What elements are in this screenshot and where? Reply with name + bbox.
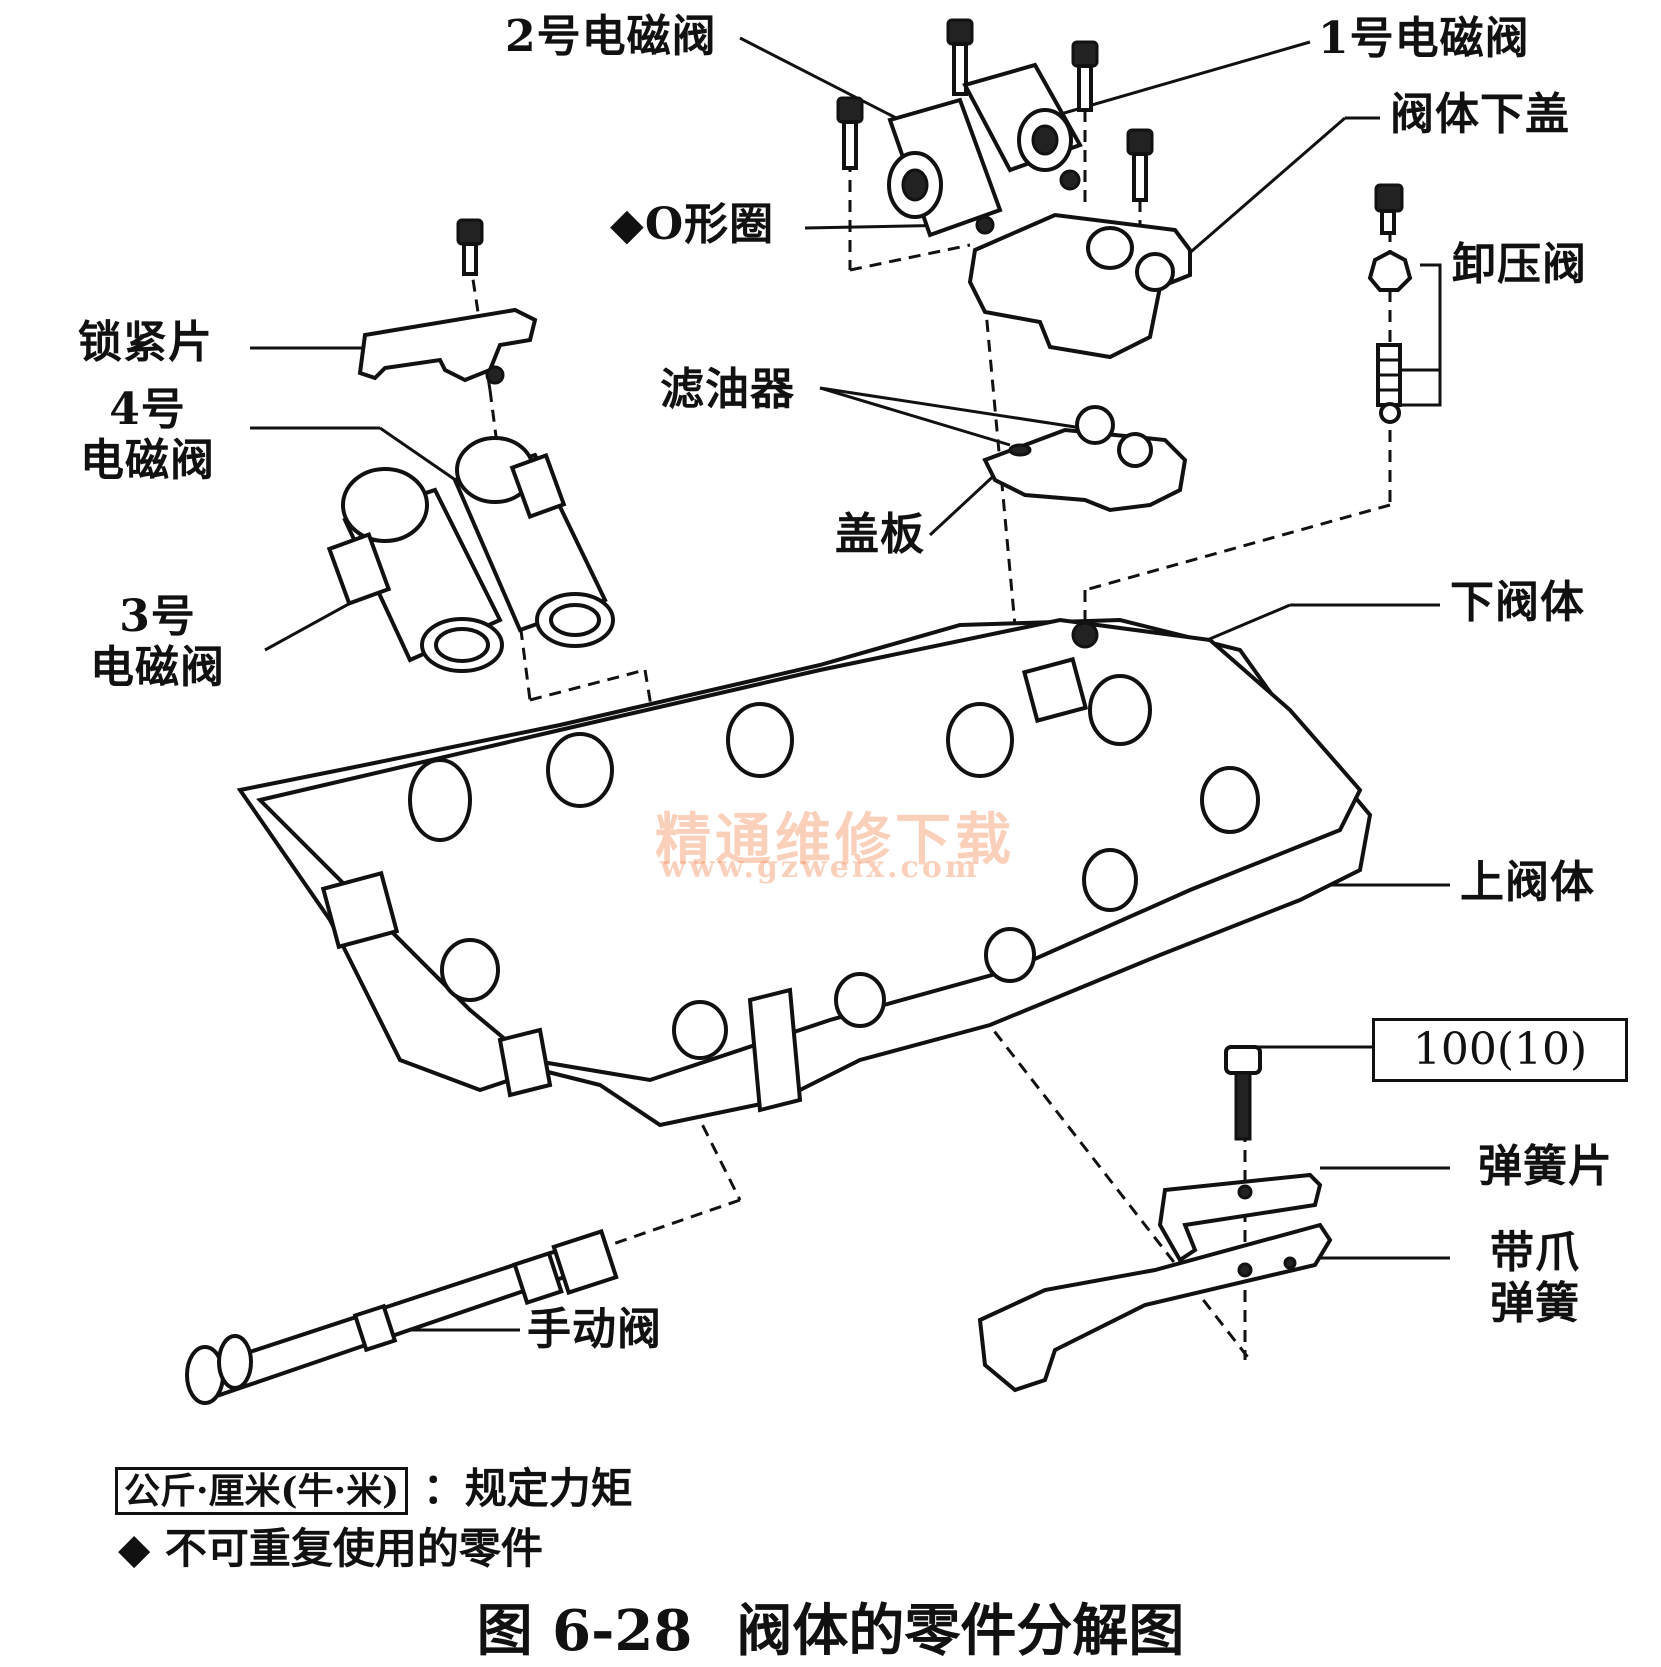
figure-number: 图 6-28 [476, 1598, 693, 1664]
valve-body-lower-cover [967, 212, 1192, 360]
legend-unit-desc: ：规定力矩 [422, 1464, 633, 1513]
label-lock-plate: 锁紧片 [78, 317, 213, 368]
solenoids-1-2 [887, 62, 1083, 238]
manual-valve [185, 1228, 619, 1405]
figure-caption: 图 6-28 阀体的零件分解图 [0, 1586, 1661, 1667]
screws [456, 18, 1404, 1141]
torque-value: 100(10) [1372, 1018, 1628, 1082]
label-spring-plate: 弹簧片 [1478, 1141, 1613, 1192]
label-upper-body: 上阀体 [1460, 857, 1595, 908]
label-solenoid-4: 4号 电磁阀 [80, 384, 215, 486]
spring-plate [1157, 1172, 1323, 1263]
label-filter: 滤油器 [660, 364, 795, 415]
label-lower-body: 下阀体 [1450, 577, 1585, 628]
legend-non-reusable: ◆ 不可重复使用的零件 [118, 1524, 543, 1573]
lock-plate [357, 307, 538, 385]
label-solenoid-2: 2号电磁阀 [505, 11, 717, 62]
label-relief-valve: 卸压阀 [1452, 239, 1587, 290]
figure-title: 阀体的零件分解图 [736, 1598, 1185, 1664]
relief-valve-parts [1367, 249, 1413, 424]
label-o-ring: ◆O形圈 [610, 199, 775, 250]
legend-torque: 公斤·厘米(牛·米) ：规定力矩 [115, 1455, 633, 1516]
label-detent-spring: 带爪 弹簧 [1490, 1227, 1580, 1329]
watermark-url: www.gzweix.com [660, 850, 980, 885]
label-lower-cover: 阀体下盖 [1390, 89, 1570, 140]
label-cover-plate: 盖板 [835, 509, 925, 560]
valve-body [236, 617, 1373, 1128]
watermark: 精通维修下载 [655, 807, 1015, 873]
detent-spring [977, 1222, 1333, 1393]
label-solenoid-1: 1号电磁阀 [1318, 13, 1530, 64]
label-solenoid-3: 3号 电磁阀 [90, 591, 225, 693]
filter-and-cover-plate [982, 405, 1188, 513]
label-manual-valve: 手动阀 [527, 1304, 662, 1355]
legend-unit-box: 公斤·厘米(牛·米) [115, 1467, 409, 1515]
solenoids-3-4 [326, 436, 615, 673]
